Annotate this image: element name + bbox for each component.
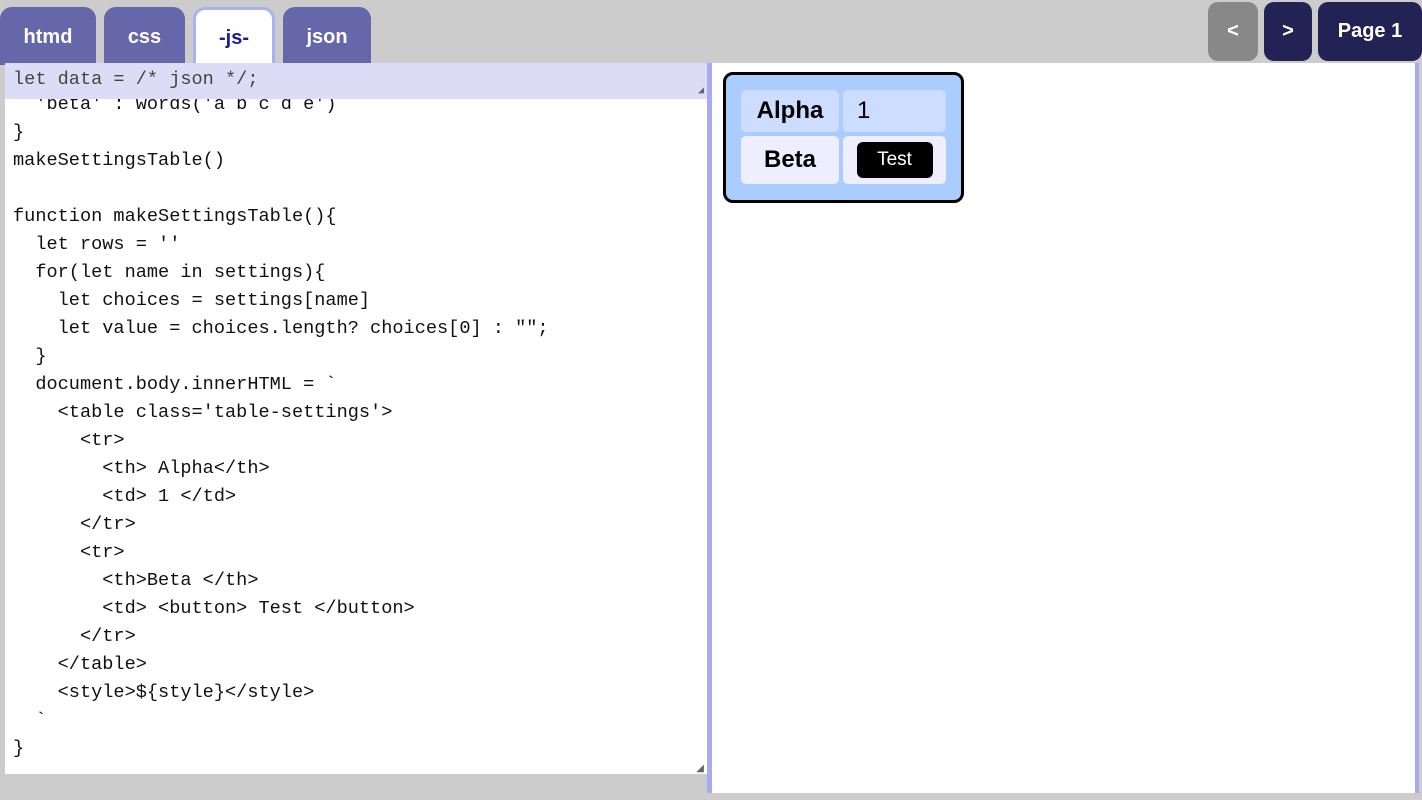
code-line: makeSettingsTable(): [13, 150, 226, 171]
code-line: <td> 1 </td>: [13, 486, 237, 507]
code-line: }: [13, 738, 25, 759]
header-code: let data = /* json */;: [13, 69, 259, 90]
code-line: 'beta' : words('a b c d e'): [13, 99, 337, 115]
td-beta-value: Test: [843, 136, 946, 184]
resize-grip-icon[interactable]: ◢: [696, 763, 704, 774]
preview-border: [1415, 63, 1419, 793]
page-indicator[interactable]: Page 1: [1318, 2, 1422, 61]
th-beta: Beta: [741, 136, 839, 184]
code-line: let choices = settings[name]: [13, 290, 371, 311]
code-line: [13, 175, 549, 203]
tab-js[interactable]: -js-: [193, 7, 275, 65]
td-alpha-value: 1: [843, 90, 946, 132]
tab-htmd[interactable]: htmd: [0, 7, 96, 65]
code-line: for(let name in settings){: [13, 262, 326, 283]
code-line: <th> Alpha</th>: [13, 458, 270, 479]
code-line: </tr>: [13, 514, 136, 535]
code-line: }: [13, 346, 47, 367]
tab-css[interactable]: css: [104, 7, 185, 65]
code-line: <table class='table-settings'>: [13, 402, 393, 423]
code-line: </table>: [13, 654, 147, 675]
code-line: <th>Beta </th>: [13, 570, 259, 591]
code-line: <td> <button> Test </button>: [13, 598, 415, 619]
code-line: document.body.innerHTML = `: [13, 374, 337, 395]
code-editor[interactable]: 'beta' : words('a b c d e')} makeSettings…: [5, 99, 707, 774]
code-line: <style>${style}</style>: [13, 682, 315, 703]
code-line: }: [13, 122, 25, 143]
next-page-button[interactable]: >: [1264, 2, 1312, 61]
prev-page-button[interactable]: <: [1208, 2, 1258, 61]
pane-splitter[interactable]: [707, 63, 712, 793]
code-lines: 'beta' : words('a b c d e')} makeSettings…: [13, 99, 549, 763]
test-button[interactable]: Test: [856, 142, 933, 178]
code-line: </tr>: [13, 626, 136, 647]
preview-pane: Alpha 1 Beta Test: [712, 63, 1415, 793]
code-line: <tr>: [13, 542, 125, 563]
code-line: let rows = '': [13, 234, 181, 255]
resize-grip-icon[interactable]: ◢: [697, 86, 704, 97]
code-line: `: [13, 710, 47, 731]
settings-table: Alpha 1 Beta Test: [723, 72, 964, 203]
code-line: let value = choices.length? choices[0] :…: [13, 318, 549, 339]
editor-header-line[interactable]: let data = /* json */; ◢: [5, 63, 707, 99]
code-line: function makeSettingsTable(){: [13, 206, 337, 227]
code-line: <tr>: [13, 430, 125, 451]
th-alpha: Alpha: [741, 90, 839, 132]
tab-json[interactable]: json: [283, 7, 371, 65]
